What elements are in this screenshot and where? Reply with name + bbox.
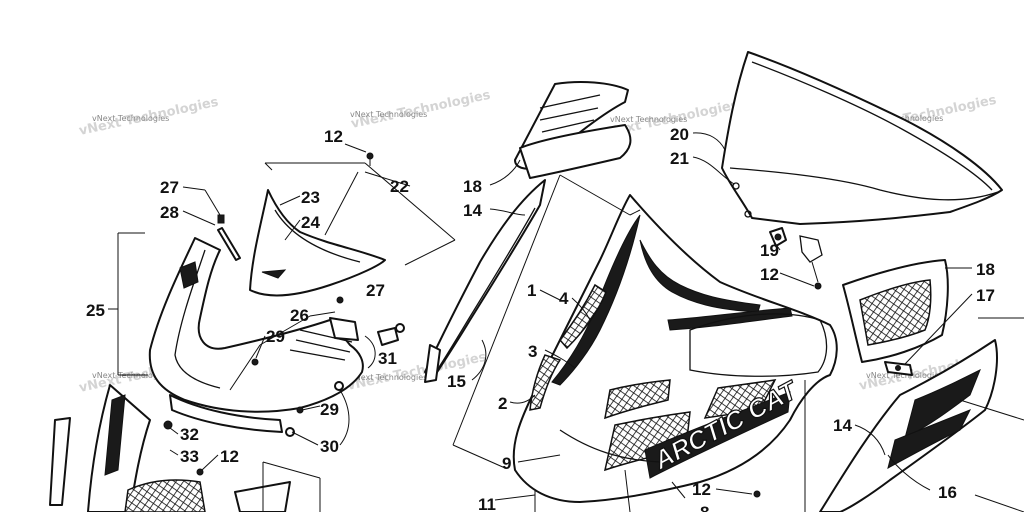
callout-20: 20: [670, 125, 689, 144]
callout-1: 1: [527, 281, 536, 300]
callout-29: 29: [266, 327, 285, 346]
callout-9: 9: [502, 454, 511, 473]
callout-28: 28: [160, 203, 179, 222]
callout-31: 31: [378, 349, 397, 368]
callout-12: 12: [324, 127, 343, 146]
callout-24: 24: [301, 213, 320, 232]
callout-12: 12: [692, 480, 711, 499]
callout-3: 3: [528, 342, 537, 361]
small-fasteners: [163, 152, 761, 498]
callout-32: 32: [180, 425, 199, 444]
callout-18: 18: [976, 260, 995, 279]
watermark-label: vNext Technologies: [866, 371, 943, 380]
lower-left-parts: [49, 384, 291, 512]
watermark-label: vNext Technologies: [350, 110, 427, 119]
callout-30: 30: [320, 437, 339, 456]
windshield-hole: [732, 182, 740, 190]
callout-labels: 12 27 28 23 24 22 25 27 26 29 31 29 30 3…: [86, 125, 995, 512]
callout-23: 23: [301, 188, 320, 207]
callout-18: 18: [463, 177, 482, 196]
callout-33: 33: [180, 447, 199, 466]
callout-27: 27: [160, 178, 179, 197]
callout-15: 15: [447, 372, 466, 391]
callout-16: 16: [938, 483, 957, 502]
front-nose-cone: [148, 237, 364, 433]
watermark-ghost: vNext Technologies: [346, 350, 488, 394]
callout-25: 25: [86, 301, 105, 320]
watermark-label: vNext Technologies: [350, 373, 427, 382]
fastener-19: [769, 227, 823, 290]
callout-14: 14: [463, 201, 482, 220]
callout-17: 17: [976, 286, 995, 305]
windshield: [721, 51, 1003, 225]
watermark-label: vNext Technologies: [866, 114, 943, 123]
hood-assembly: ARCTIC CAT: [512, 194, 838, 503]
watermark-label: vNext Technologies: [610, 115, 687, 124]
callout-21: 21: [670, 149, 689, 168]
callout-4: 4: [559, 289, 569, 308]
callout-26: 26: [290, 306, 309, 325]
intake-vent-right: [842, 259, 949, 363]
intake-vent-left: [514, 81, 632, 179]
callout-27: 27: [366, 281, 385, 300]
leader-lines: [108, 132, 1024, 512]
callout-12: 12: [220, 447, 239, 466]
callout-22: 22: [390, 177, 409, 196]
screw-12: [814, 282, 822, 290]
watermark-label: vNext Technologies: [92, 114, 169, 123]
callout-19: 19: [760, 241, 779, 260]
callout-29: 29: [320, 400, 339, 419]
callout-14: 14: [833, 416, 852, 435]
windshield-hole: [744, 210, 752, 218]
side-panel-right: [819, 339, 998, 512]
callout-12: 12: [760, 265, 779, 284]
nose-screen: [249, 189, 386, 297]
callout-8: 8: [700, 503, 709, 512]
callout-2: 2: [498, 394, 507, 413]
callout-11: 11: [478, 495, 496, 512]
side-trim-left: [424, 179, 546, 383]
